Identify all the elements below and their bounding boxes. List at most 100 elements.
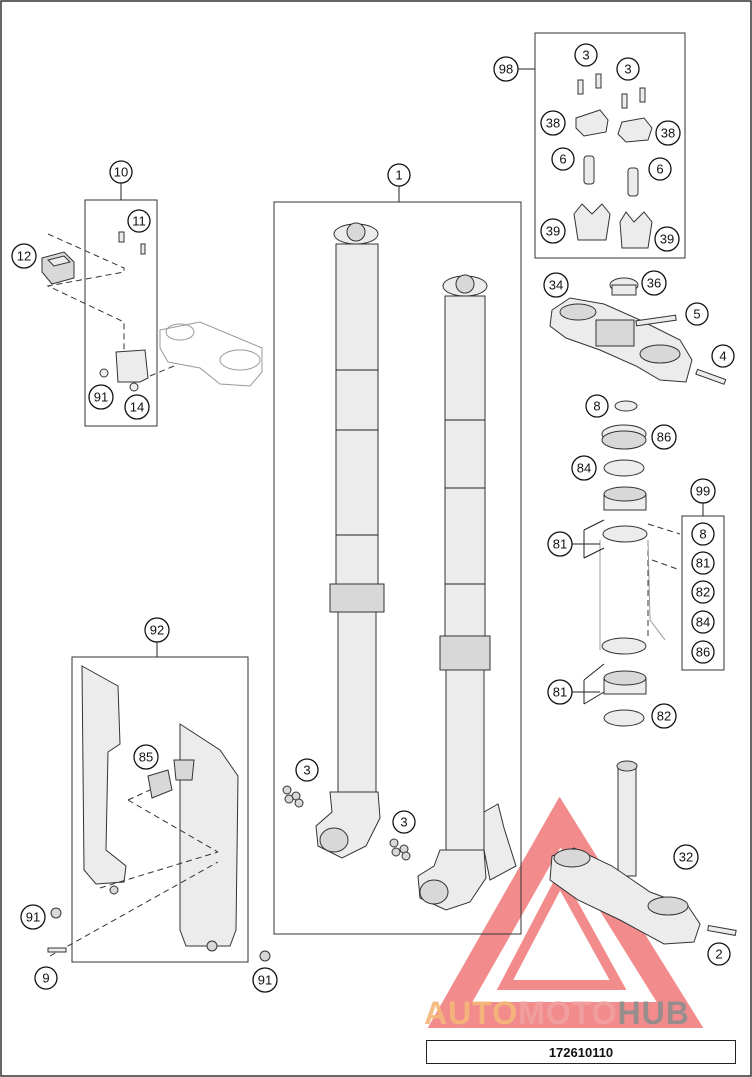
svg-text:10: 10 <box>114 165 128 180</box>
svg-text:82: 82 <box>657 709 671 724</box>
fork-leg-right <box>417 274 517 911</box>
svg-text:91: 91 <box>94 390 108 405</box>
callout-36: 36 <box>641 270 667 296</box>
svg-text:4: 4 <box>719 349 726 364</box>
callout-98: 98 <box>493 56 519 82</box>
svg-text:38: 38 <box>546 116 560 131</box>
bracket-14 <box>99 349 149 392</box>
callout-10: 10 <box>109 160 133 184</box>
fork-guard-left <box>81 665 127 895</box>
svg-text:3: 3 <box>400 815 407 830</box>
svg-text:8: 8 <box>699 527 706 542</box>
svg-text:84: 84 <box>696 615 710 630</box>
callout-81-b: 81 <box>547 679 573 705</box>
callout-39-b: 39 <box>654 226 680 252</box>
callout-3-a: 3 <box>574 43 598 67</box>
svg-text:6: 6 <box>559 152 566 167</box>
svg-text:81: 81 <box>696 556 710 571</box>
screw-91-a <box>50 907 62 919</box>
bolt-5 <box>635 314 677 327</box>
kit99-item-86: 86 <box>691 640 715 664</box>
watermark-hub: HUB <box>617 995 689 1031</box>
callout-6-b: 6 <box>648 157 672 181</box>
callout-3-b: 3 <box>616 57 640 81</box>
callout-38-a: 38 <box>540 110 566 136</box>
o-ring-8 <box>614 400 638 412</box>
watermark-logo: AUTOMOTOHUB <box>424 995 690 1031</box>
bolts-3-left <box>282 785 304 808</box>
svg-text:11: 11 <box>132 214 146 229</box>
svg-text:8: 8 <box>593 399 600 414</box>
watermark-auto: AUTO <box>424 995 518 1031</box>
callout-91-a: 91 <box>88 384 114 410</box>
bolt-11 <box>118 231 146 255</box>
svg-text:39: 39 <box>660 232 674 247</box>
callout-3-d: 3 <box>392 810 416 834</box>
watermark-moto: MOTO <box>518 995 617 1031</box>
bolt-4 <box>695 368 727 385</box>
callout-92: 92 <box>144 617 170 643</box>
svg-text:91: 91 <box>26 910 40 925</box>
callout-85: 85 <box>133 744 159 770</box>
kit99-item-8: 8 <box>691 522 715 546</box>
callout-39-a: 39 <box>540 218 566 244</box>
svg-text:81: 81 <box>553 537 567 552</box>
callout-4: 4 <box>711 344 735 368</box>
svg-text:98: 98 <box>499 62 513 77</box>
callout-86: 86 <box>651 424 677 450</box>
callout-91-c: 91 <box>252 967 278 993</box>
svg-text:84: 84 <box>577 461 591 476</box>
seal-82 <box>603 709 645 727</box>
svg-text:36: 36 <box>647 276 661 291</box>
svg-text:14: 14 <box>130 400 144 415</box>
callout-12: 12 <box>11 243 37 269</box>
callout-32: 32 <box>673 844 699 870</box>
callout-6-a: 6 <box>551 147 575 171</box>
callout-1: 1 <box>387 163 411 187</box>
svg-text:3: 3 <box>582 48 589 63</box>
clamp-85 <box>147 759 195 799</box>
bolts-3-right <box>389 838 411 861</box>
callout-3-c: 3 <box>295 758 319 782</box>
screw-9 <box>47 947 67 953</box>
ring-84 <box>603 459 645 477</box>
svg-text:2: 2 <box>715 947 722 962</box>
svg-text:3: 3 <box>303 763 310 778</box>
svg-text:34: 34 <box>549 278 563 293</box>
svg-text:AUTOMOTOHUB: AUTOMOTOHUB <box>424 995 690 1031</box>
callout-8: 8 <box>585 394 609 418</box>
svg-text:1: 1 <box>395 168 402 183</box>
group-92-frame <box>71 656 249 963</box>
svg-text:86: 86 <box>696 645 710 660</box>
callout-34: 34 <box>543 272 569 298</box>
svg-text:38: 38 <box>661 126 675 141</box>
svg-text:99: 99 <box>696 484 710 499</box>
triple-clamp-ghost-upper <box>159 321 263 387</box>
callout-2: 2 <box>707 942 731 966</box>
svg-text:5: 5 <box>693 307 700 322</box>
svg-text:86: 86 <box>657 430 671 445</box>
svg-text:85: 85 <box>139 750 153 765</box>
callout-99: 99 <box>690 478 716 504</box>
callout-91-b: 91 <box>20 904 46 930</box>
nut-36 <box>609 277 639 296</box>
svg-text:12: 12 <box>17 249 31 264</box>
document-number: 172610110 <box>426 1040 736 1064</box>
seal-86 <box>601 424 647 450</box>
svg-text:32: 32 <box>679 850 693 865</box>
callout-38-b: 38 <box>655 120 681 146</box>
kit99-item-82: 82 <box>691 580 715 604</box>
callout-84: 84 <box>571 455 597 481</box>
bolt-2 <box>707 925 737 936</box>
kit99-item-84: 84 <box>691 610 715 634</box>
svg-text:92: 92 <box>150 623 164 638</box>
callout-11: 11 <box>127 209 151 233</box>
group-1-frame <box>273 201 522 935</box>
svg-text:3: 3 <box>624 62 631 77</box>
svg-text:39: 39 <box>546 224 560 239</box>
svg-text:6: 6 <box>656 162 663 177</box>
kit99-item-81: 81 <box>691 551 715 575</box>
svg-text:91: 91 <box>258 973 272 988</box>
